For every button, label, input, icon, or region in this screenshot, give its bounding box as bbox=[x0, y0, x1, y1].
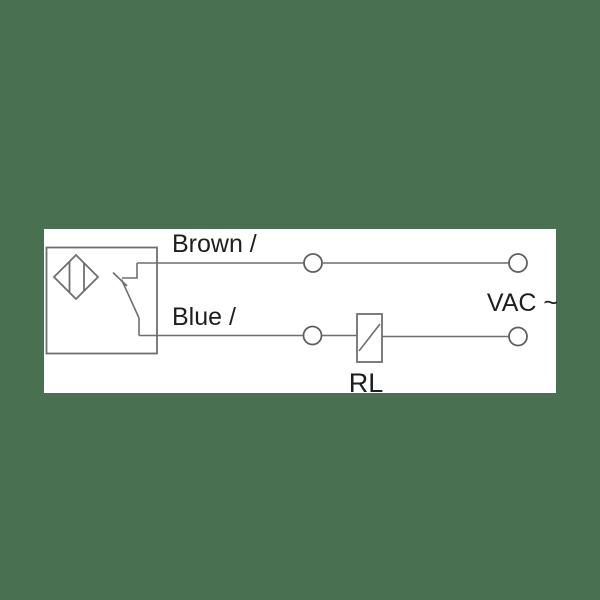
supply-vac-label: VAC ~ bbox=[487, 289, 558, 317]
blue-wire bbox=[139, 313, 528, 363]
terminal-circle-icon-brown-mid bbox=[303, 253, 323, 273]
load-rl-label: RL bbox=[349, 368, 384, 398]
blue-wire-label: Blue / bbox=[172, 303, 236, 331]
sensor-box bbox=[45, 246, 158, 355]
diagram-panel bbox=[44, 229, 556, 393]
terminal-circle-icon-brown-right bbox=[508, 253, 528, 273]
load-box-diagonal-icon bbox=[356, 313, 383, 363]
terminal-circle-icon-blue-mid bbox=[302, 325, 323, 346]
switch-contact-tick bbox=[112, 271, 128, 287]
switch-fixed-contact bbox=[122, 263, 138, 279]
switch-blade bbox=[120, 279, 140, 319]
load-box-diagonal bbox=[358, 323, 381, 352]
normally-open-contact-icon bbox=[112, 263, 140, 336]
brown-wire bbox=[137, 253, 528, 273]
load-box-outline bbox=[356, 313, 383, 363]
proximity-sensor-diamond-icon bbox=[52, 253, 100, 301]
terminal-circle-icon-blue-right bbox=[508, 326, 528, 347]
brown-wire-label: Brown / bbox=[172, 230, 257, 258]
